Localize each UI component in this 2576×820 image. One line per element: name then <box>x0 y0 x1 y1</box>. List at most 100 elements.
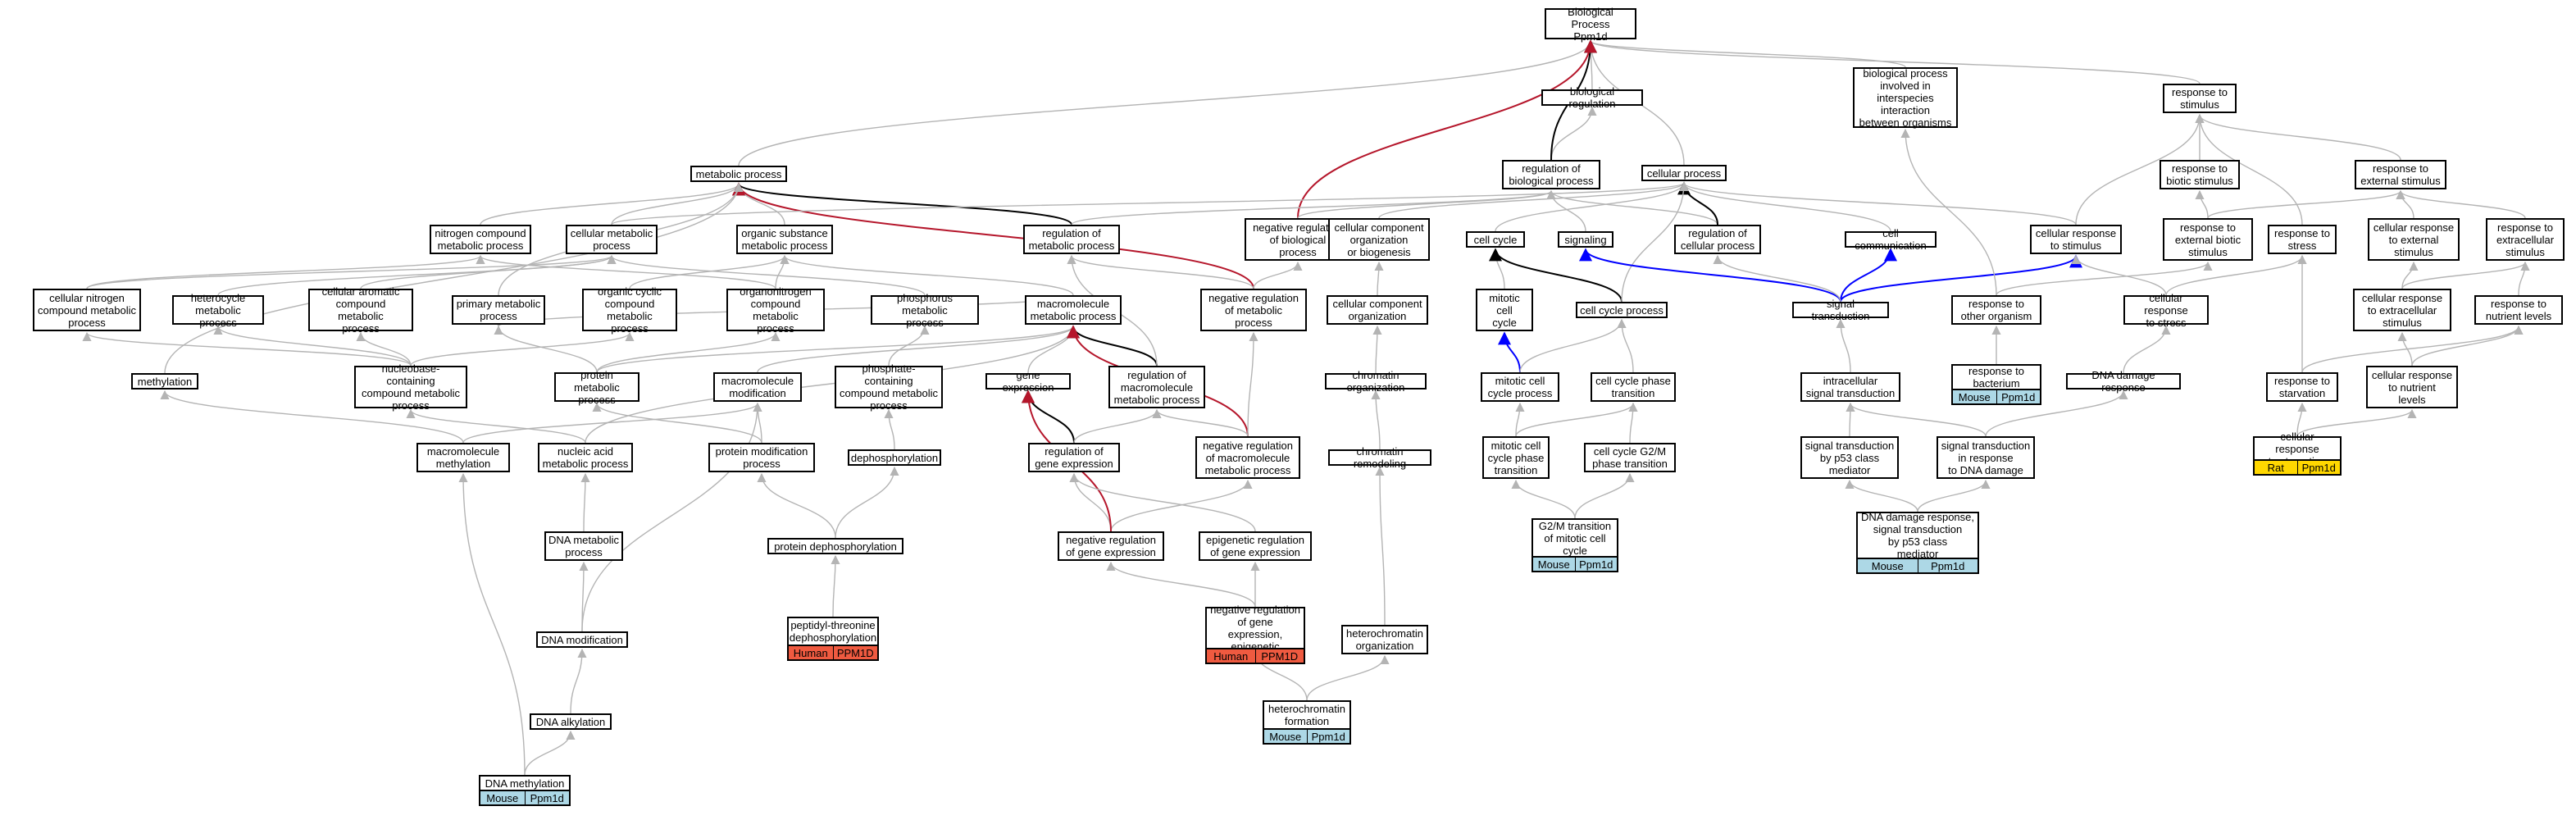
go-term-ccproc[interactable]: cell cycle process <box>1576 302 1668 318</box>
go-term-dna-damage[interactable]: DNA damage response <box>2066 369 2181 394</box>
go-term-reg-cp[interactable]: regulation of cellular process <box>1674 225 1761 254</box>
go-term-resp-bact[interactable]: response to bacterium <box>1951 364 2041 390</box>
go-term-hc-org[interactable]: heterochromatin organization <box>1341 625 1428 654</box>
edge-nitrogen-to-metab <box>480 182 744 226</box>
edge-prot-mod-to-macro-mod <box>753 402 762 444</box>
go-term-hetero-met[interactable]: heterocycle metabolic process <box>172 292 264 329</box>
go-term-cellmet[interactable]: cellular metabolic process <box>566 225 658 254</box>
go-term-macro-meth[interactable]: macromolecule methylation <box>416 443 510 472</box>
go-term-negreg-ge[interactable]: negative regulation of gene expression <box>1058 531 1164 561</box>
go-term-cr-stim[interactable]: cellular response to stimulus <box>2030 225 2122 254</box>
go-term-dna-methyl[interactable]: DNA methylation <box>479 775 571 791</box>
go-term-intracell-st[interactable]: intracellular signal transduction <box>1800 372 1900 402</box>
gene-label: Ppm1d <box>1918 559 1978 572</box>
go-term-resp-org[interactable]: response to other organism <box>1951 295 2041 325</box>
go-term-dephos[interactable]: dephosphorylation <box>848 449 941 466</box>
go-term-metab[interactable]: metabolic process <box>690 166 787 182</box>
go-term-resp-starv[interactable]: response to starvation <box>2266 372 2338 402</box>
edge-hc-form-to-hc-org <box>1306 654 1390 701</box>
edge-sigtrans-to-signaling <box>1579 248 1841 303</box>
go-term-cellproc[interactable]: cellular process <box>1641 165 1727 181</box>
edge-hc-org-to-chrom-remod <box>1375 466 1386 626</box>
go-term-dna-met[interactable]: DNA metabolic process <box>544 531 623 561</box>
go-term-reg-ge[interactable]: regulation of gene expression <box>1028 443 1120 472</box>
go-term-nitrogen[interactable]: nitrogen compound metabolic process <box>430 225 531 254</box>
go-term-st-p53[interactable]: signal transduction by p53 class mediato… <box>1800 436 1899 479</box>
go-term-methylation[interactable]: methylation <box>131 373 198 390</box>
go-term-epi-reg[interactable]: epigenetic regulation of gene expression <box>1199 531 1312 561</box>
go-term-prim-met[interactable]: primary metabolic process <box>452 295 545 325</box>
go-term-ccob[interactable]: cellular component organization or bioge… <box>1328 218 1430 261</box>
go-term-cr-stress[interactable]: cellular response to stress <box>2123 292 2209 329</box>
go-term-cr-ext[interactable]: cellular response to external stimulus <box>2368 218 2460 261</box>
go-term-cellcycle[interactable]: cell cycle <box>1466 231 1525 248</box>
go-term-prot-met[interactable]: protein metabolic process <box>554 369 639 406</box>
go-term-chrom-org[interactable]: chromatin organization <box>1325 369 1427 394</box>
go-term-resp-biotic[interactable]: response to biotic stimulus <box>2160 160 2240 189</box>
edge-resp-ext-to-resp-stim <box>2195 113 2401 161</box>
go-term-dna-mod[interactable]: DNA modification <box>536 631 628 648</box>
go-term-prot-mod[interactable]: protein modification process <box>708 443 815 472</box>
go-term-negreg-met[interactable]: negative regulation of metabolic process <box>1200 289 1307 331</box>
edge-cellcycle-to-cellproc <box>1495 181 1689 232</box>
go-term-macro-met[interactable]: macromolecule metabolic process <box>1025 295 1122 325</box>
species-label: Human <box>789 646 834 659</box>
go-term-cr-extracell[interactable]: cellular response to extracellular stimu… <box>2353 289 2451 331</box>
go-term-negreg-macro[interactable]: negative regulation of macromolecule met… <box>1195 436 1300 479</box>
go-term-reg-bp[interactable]: regulation of biological process <box>1502 160 1600 189</box>
go-term-resp-stim[interactable]: response to stimulus <box>2163 84 2237 113</box>
edge-cr-stim-to-resp-stim <box>2075 113 2205 226</box>
go-term-ccpt[interactable]: cell cycle phase transition <box>1591 372 1676 402</box>
edge-dephos-to-phosc-met <box>884 408 895 450</box>
edge-cr-nutr-to-cr-extracell <box>2397 331 2413 367</box>
go-term-reg-macro[interactable]: regulation of macromolecule metabolic pr… <box>1108 366 1205 408</box>
go-term-resp-extbiotic[interactable]: response to external biotic stimulus <box>2163 218 2253 261</box>
go-term-dna-p53[interactable]: DNA damage response, signal transduction… <box>1856 511 1979 560</box>
edge-methylation-to-metab <box>164 182 744 374</box>
go-term-hc-form[interactable]: heterochromatin formation <box>1263 700 1351 730</box>
go-term-prot-dephos[interactable]: protein dephosphorylation <box>767 538 903 554</box>
go-term-signaling[interactable]: signaling <box>1558 231 1613 248</box>
go-term-arom-met[interactable]: cellular aromatic compound metabolic pro… <box>308 285 413 335</box>
go-term-cr-starv[interactable]: cellular response to starvation <box>2253 430 2342 467</box>
go-term-pt-dephos[interactable]: peptidyl-threonine dephosphorylation <box>787 617 879 646</box>
go-term-bp[interactable]: Biological Process Ppm1d <box>1545 6 1636 43</box>
go-term-macro-mod[interactable]: macromolecule modification <box>713 372 802 402</box>
edge-resp-stim-to-bp <box>1586 39 2201 84</box>
go-term-orgn-met[interactable]: organonitrogen compound metabolic proces… <box>726 285 825 335</box>
go-term-orgcyc-met[interactable]: organic cyclic compound metabolic proces… <box>582 285 677 335</box>
go-term-cco[interactable]: cellular component organization <box>1327 295 1428 325</box>
go-term-bioreg[interactable]: biological regulation <box>1541 85 1643 110</box>
go-term-cnc-met[interactable]: cellular nitrogen compound metabolic pro… <box>33 289 141 331</box>
go-term-negreg-epi[interactable]: negative regulation of gene expression, … <box>1205 604 1305 653</box>
go-term-dna-alk[interactable]: DNA alkylation <box>530 713 612 730</box>
edge-macro-met-to-organic <box>780 254 1074 296</box>
go-term-cr-nutr[interactable]: cellular response to nutrient levels <box>2366 366 2458 408</box>
go-term-st-dna[interactable]: signal transduction in response to DNA d… <box>1937 436 2035 479</box>
go-term-organic[interactable]: organic substance metabolic process <box>736 225 833 254</box>
edge-cellmet-to-metab <box>611 182 744 226</box>
go-term-phosc-met[interactable]: phosphate-containing compound metabolic … <box>835 362 943 412</box>
go-term-reg-met[interactable]: regulation of metabolic process <box>1023 225 1120 254</box>
go-term-interspecies[interactable]: biological process involved in interspec… <box>1853 67 1958 129</box>
edge-dna-p53-to-st-dna <box>1917 479 1991 512</box>
go-term-phos-met[interactable]: phosphorus metabolic process <box>871 292 979 329</box>
go-term-mitotic-cc[interactable]: mitotic cell cycle <box>1476 289 1533 331</box>
edge-reg-bp-to-bioreg <box>1550 106 1597 161</box>
go-term-resp-extracell[interactable]: response to extracellular stimulus <box>2486 218 2565 261</box>
go-term-sigtrans[interactable]: signal transduction <box>1792 298 1889 322</box>
edge-cellcomm-to-cellproc <box>1679 181 1891 232</box>
go-term-resp-ext[interactable]: response to external stimulus <box>2355 160 2446 189</box>
go-term-chrom-remod[interactable]: chromatin remodeling <box>1328 445 1431 470</box>
go-term-nbcc-met[interactable]: nucleobase-containing compound metabolic… <box>354 362 467 412</box>
go-term-gene-expr[interactable]: gene expression <box>985 369 1071 394</box>
go-term-g2m[interactable]: cell cycle G2/M phase transition <box>1584 443 1676 472</box>
go-term-mccpt[interactable]: mitotic cell cycle phase transition <box>1482 436 1550 479</box>
go-term-g2m-mitotic[interactable]: G2/M transition of mitotic cell cycle <box>1531 518 1618 558</box>
go-term-mitotic-ccp[interactable]: mitotic cell cycle process <box>1481 372 1559 402</box>
go-term-cellcomm[interactable]: cell communication <box>1845 227 1937 252</box>
go-term-resp-stress[interactable]: response to stress <box>2268 225 2337 254</box>
go-term-resp-nutr[interactable]: response to nutrient levels <box>2474 295 2563 325</box>
go-term-na-met[interactable]: nucleic acid metabolic process <box>538 443 633 472</box>
